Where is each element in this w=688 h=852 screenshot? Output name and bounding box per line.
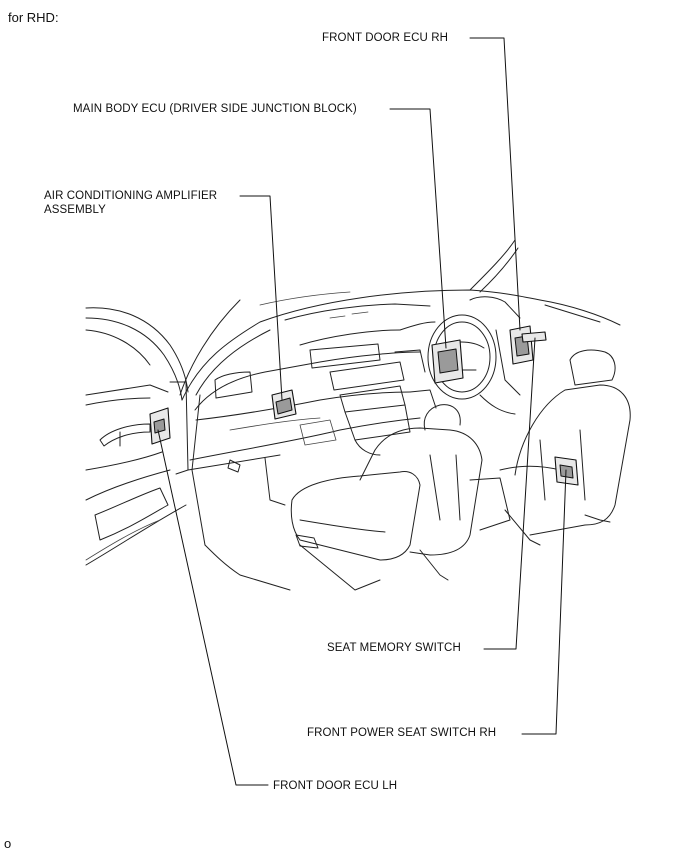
leader-front-power-seat-switch-rh xyxy=(521,469,567,735)
leader-main-body-ecu xyxy=(389,108,447,349)
front-seat-left-drawing xyxy=(290,404,483,591)
main-body-ecu-part xyxy=(431,339,464,384)
diagram-caption: for RHD: xyxy=(8,10,59,25)
label-main-body-ecu: MAIN BODY ECU (DRIVER SIDE JUNCTION BLOC… xyxy=(73,103,357,115)
left-door-drawing xyxy=(85,307,189,566)
ac-amplifier-part xyxy=(271,389,297,420)
label-front-power-seat-switch-rh: FRONT POWER SEAT SWITCH RH xyxy=(307,727,497,739)
leader-seat-memory-switch xyxy=(483,337,536,650)
cabin-body-drawing xyxy=(179,239,621,591)
figure-code: o xyxy=(4,836,12,851)
front-power-seat-switch-rh-part xyxy=(554,456,579,486)
dashboard-drawing xyxy=(229,291,437,456)
seat-memory-switch-part xyxy=(521,331,547,343)
label-front-door-ecu-lh: FRONT DOOR ECU LH xyxy=(273,780,398,792)
label-ac-amplifier-line1: AIR CONDITIONING AMPLIFIER xyxy=(44,190,218,202)
leader-front-door-ecu-lh xyxy=(157,429,269,786)
leader-front-door-ecu-rh xyxy=(469,37,521,331)
label-ac-amplifier-line2: ASSEMBLY xyxy=(44,204,106,216)
leader-ac-amplifier xyxy=(239,195,283,401)
front-seat-right-drawing xyxy=(469,349,631,546)
front-door-ecu-rh-part xyxy=(509,325,534,365)
label-front-door-ecu-rh: FRONT DOOR ECU RH xyxy=(322,32,449,44)
label-seat-memory-switch: SEAT MEMORY SWITCH xyxy=(327,642,461,654)
front-door-ecu-lh-part xyxy=(149,407,171,445)
